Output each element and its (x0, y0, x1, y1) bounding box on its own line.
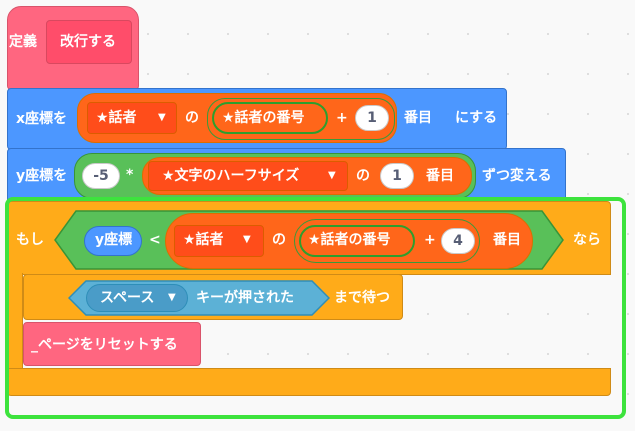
number-input[interactable]: 1 (355, 105, 389, 131)
custom-block-name: 改行する (60, 34, 116, 50)
key-pressed-label: キーが押された (196, 290, 294, 306)
of-label: の (356, 168, 370, 184)
if-block-bottom[interactable] (7, 368, 611, 396)
times-label: * (126, 167, 134, 183)
if-label: もし (16, 232, 44, 248)
list-dropdown-value: ★文字のハーフサイズ (162, 168, 300, 184)
reset-page-block[interactable] (23, 322, 201, 366)
define-label: 定義 (9, 34, 37, 50)
index-label: 番目 (493, 232, 521, 248)
chevron-down-icon: ▼ (328, 170, 336, 181)
of-label: の (272, 232, 286, 248)
reset-page-label: _ページをリセットする (31, 337, 178, 353)
index-label: 番目 (404, 110, 432, 126)
variable-name: ★話者の番号 (308, 232, 391, 248)
plus-label: + (424, 232, 436, 248)
variable-reporter[interactable] (299, 225, 415, 257)
change-y-end-label: ずつ変える (482, 168, 552, 184)
number-input-a[interactable]: -5 (82, 163, 120, 189)
of-label: の (185, 110, 199, 126)
chevron-down-icon: ▼ (243, 234, 251, 245)
key-dropdown[interactable] (86, 284, 188, 312)
variable-name: ★話者の番号 (222, 110, 305, 126)
plus-label: + (336, 110, 348, 126)
key-dropdown-value: スペース (100, 290, 155, 306)
y-position-reporter[interactable] (84, 226, 142, 256)
list-dropdown[interactable] (87, 102, 177, 134)
less-than-label: < (149, 232, 161, 248)
change-y-label: y座標を (16, 168, 68, 184)
then-label: なら (573, 232, 601, 248)
y-position-label: y座標 (95, 232, 133, 248)
custom-block-prototype[interactable] (46, 20, 132, 64)
list-dropdown-value: ★話者 (96, 110, 137, 126)
variable-reporter[interactable] (212, 102, 328, 134)
number-input[interactable]: 4 (441, 228, 475, 254)
wait-until-end-label: まで待つ (334, 290, 390, 306)
if-block-arm (7, 273, 23, 371)
index-label: 番目 (426, 168, 454, 184)
number-input-b[interactable]: 1 (380, 163, 414, 189)
list-dropdown[interactable] (148, 161, 348, 191)
list-dropdown-value: ★話者 (183, 232, 224, 248)
chevron-down-icon: ▼ (168, 292, 176, 303)
chevron-down-icon: ▼ (158, 112, 166, 123)
set-x-label: x座標を (16, 111, 68, 127)
set-x-end-label: にする (455, 110, 498, 126)
list-dropdown[interactable] (174, 225, 264, 257)
